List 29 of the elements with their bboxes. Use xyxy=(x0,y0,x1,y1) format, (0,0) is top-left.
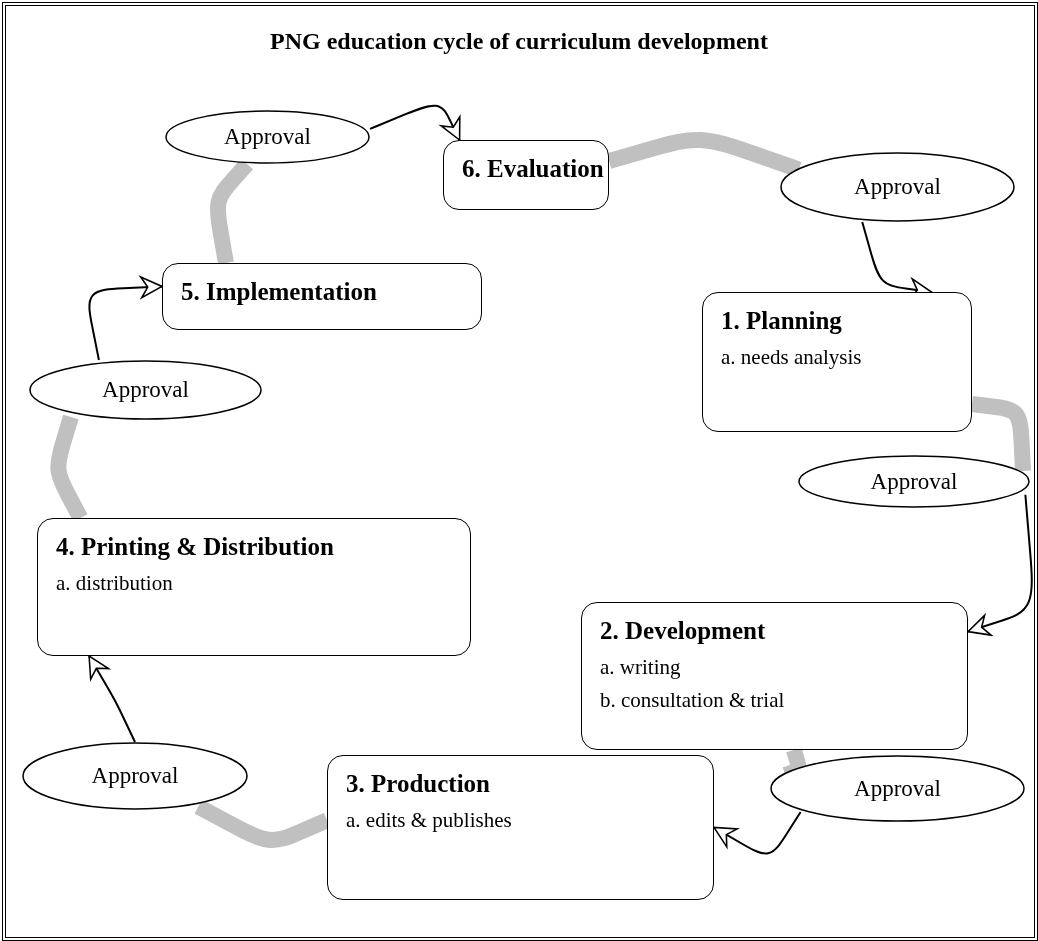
step-heading: Approval xyxy=(870,468,958,495)
step-heading: 3. Production xyxy=(346,770,490,798)
arrow xyxy=(88,655,136,743)
arrow xyxy=(967,493,1033,636)
step-detail: a. needs analysis xyxy=(721,345,862,370)
step-heading: Approval xyxy=(854,174,941,200)
step-heading: 1. Planning xyxy=(721,307,842,335)
process-box xyxy=(162,263,482,330)
step-heading: 4. Printing & Distribution xyxy=(56,533,334,561)
diagram-title: PNG education cycle of curriculum development xyxy=(270,28,768,55)
step-heading: 2. Development xyxy=(600,617,766,645)
step-heading: Approval xyxy=(854,775,941,802)
arrow xyxy=(369,104,461,141)
step-heading: Approval xyxy=(102,377,189,403)
step-heading: Approval xyxy=(91,763,179,789)
step-detail: a. edits & publishes xyxy=(346,808,512,833)
process-box xyxy=(327,755,714,900)
process-box xyxy=(581,602,968,750)
step-detail: a. distribution xyxy=(56,571,173,596)
arrow xyxy=(713,810,802,855)
step-heading: 6. Evaluation xyxy=(462,155,604,183)
step-detail: b. consultation & trial xyxy=(600,688,785,713)
step-detail: a. writing xyxy=(600,655,681,680)
step-heading: 5. Implementation xyxy=(181,278,377,306)
process-box xyxy=(702,292,972,432)
step-heading: Approval xyxy=(224,124,311,150)
process-box xyxy=(37,518,471,656)
arrow xyxy=(88,276,163,361)
process-box xyxy=(443,140,609,210)
